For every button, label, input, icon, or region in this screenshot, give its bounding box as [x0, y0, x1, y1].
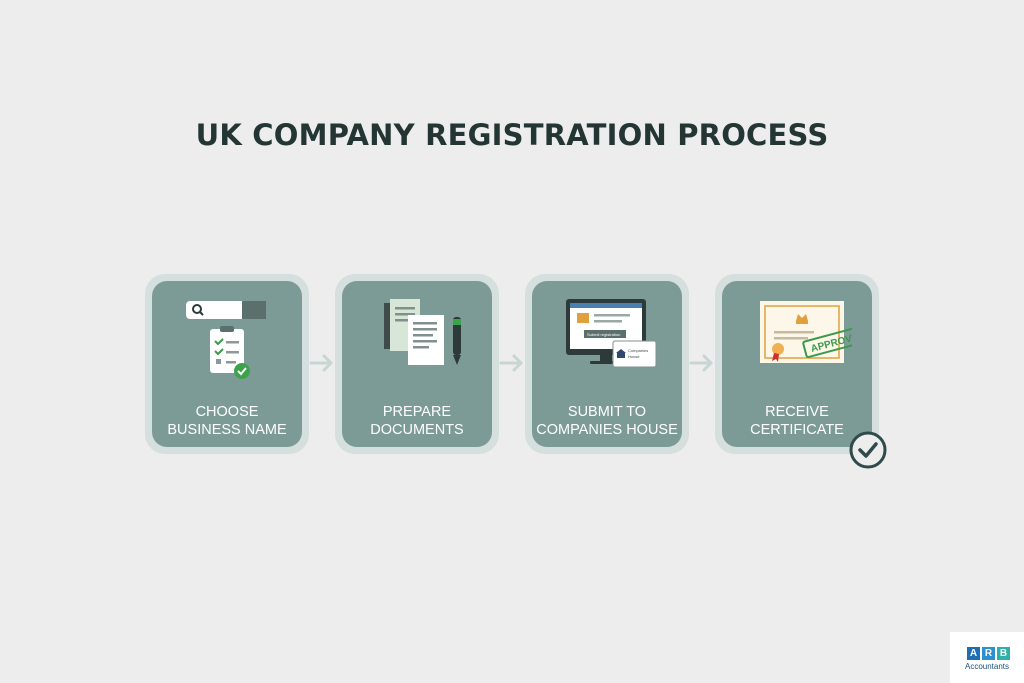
search-checklist-icon [186, 301, 266, 379]
step-3-label-line2: COMPANIES HOUSE [536, 422, 678, 438]
step-2-label-line2: DOCUMENTS [370, 422, 464, 438]
step-receive-certificate: APPROVED RECEIVE CERTIFICATE [715, 274, 879, 454]
step-4-label-line2: CERTIFICATE [750, 422, 844, 438]
step-submit-companies-house: Submit registration Companies House SUBM… [525, 274, 689, 454]
logo-text: Accountants [964, 662, 1010, 671]
check-circle-icon [849, 431, 887, 469]
step-choose-business-name: CHOOSE BUSINESS NAME [145, 274, 309, 454]
svg-text:House: House [628, 354, 640, 359]
logo-letter-a: A [967, 647, 980, 660]
arrow-right-icon [499, 354, 523, 372]
step-2-label-line1: PREPARE [382, 404, 452, 420]
company-logo: A R B Accountants [950, 632, 1024, 683]
svg-text:Submit registration: Submit registration [587, 332, 620, 337]
documents-pen-icon [384, 299, 461, 365]
arrow-right-icon [689, 354, 713, 372]
step-prepare-documents: PREPARE DOCUMENTS [335, 274, 499, 454]
page-title: UK COMPANY REGISTRATION PROCESS [195, 118, 829, 152]
step-3-label-line1: SUBMIT TO [567, 404, 647, 420]
logo-letter-b: B [997, 647, 1010, 660]
svg-text:Companies: Companies [628, 348, 648, 353]
certificate-approved-icon: APPROVED [760, 301, 852, 363]
logo-letter-r: R [982, 647, 995, 660]
step-4-label-line1: RECEIVE [765, 404, 829, 420]
step-1-label-line2: BUSINESS NAME [167, 422, 287, 438]
computer-submit-icon: Submit registration Companies House [566, 299, 657, 368]
arrow-right-icon [309, 354, 333, 372]
step-1-label-line1: CHOOSE [195, 404, 259, 420]
